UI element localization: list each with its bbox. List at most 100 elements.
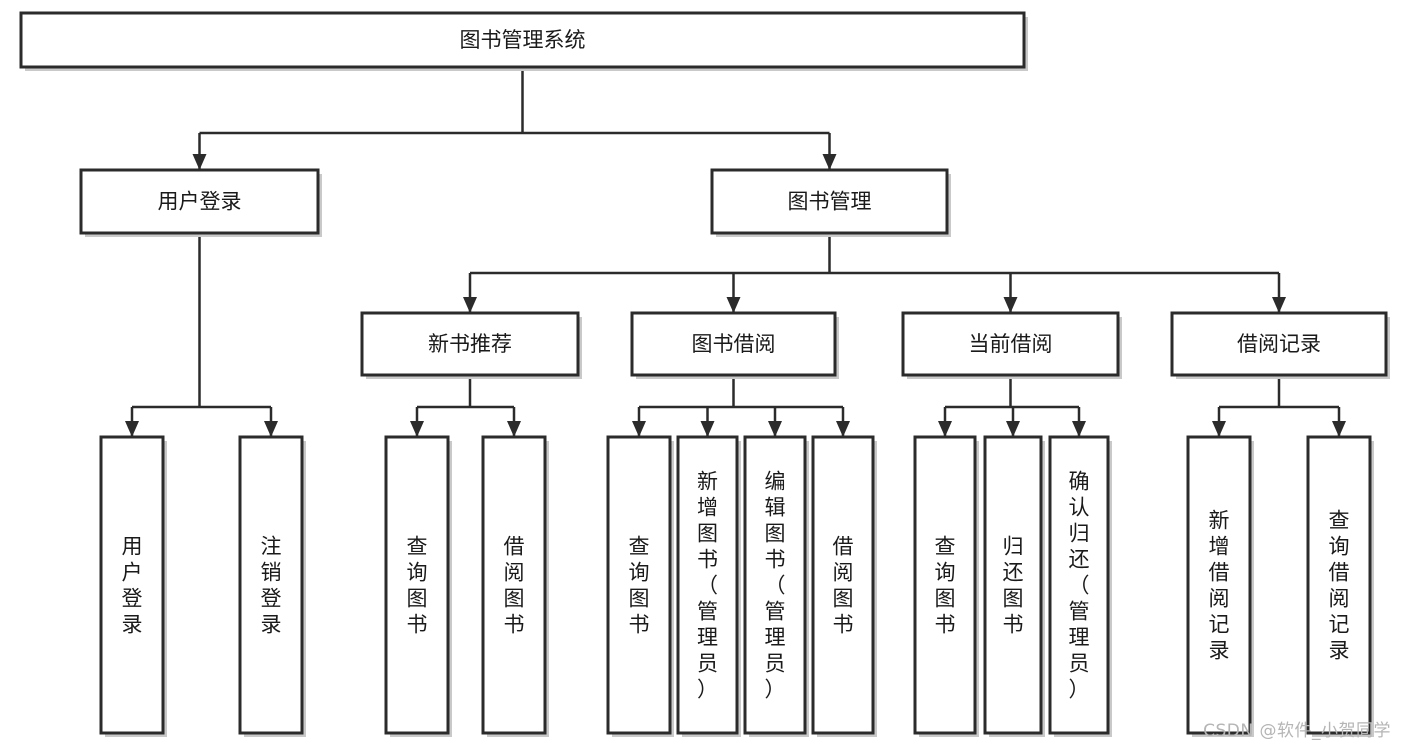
node-box[interactable] bbox=[811, 435, 875, 735]
node-box[interactable] bbox=[1048, 435, 1110, 735]
node-box[interactable] bbox=[481, 435, 547, 735]
node-book-borrow[interactable]: 图书借阅 bbox=[630, 311, 839, 379]
node-box[interactable] bbox=[606, 435, 672, 735]
node-box[interactable] bbox=[1170, 311, 1388, 377]
node-label-char: 书 bbox=[833, 612, 854, 636]
node-label-char: 员 bbox=[1069, 651, 1090, 675]
node-box[interactable] bbox=[676, 435, 739, 735]
node-label-char: 理 bbox=[697, 625, 718, 649]
node-label-char: 归 bbox=[1003, 534, 1024, 558]
edge-arrowhead bbox=[1272, 297, 1286, 313]
node-label-char: 询 bbox=[935, 560, 956, 584]
node-label-char: ） bbox=[1069, 677, 1090, 701]
node-label-char: 阅 bbox=[833, 560, 854, 584]
edge-arrowhead bbox=[192, 154, 207, 170]
edge-group-borrow-record bbox=[1212, 375, 1346, 437]
node-label-char: 新 bbox=[697, 469, 718, 493]
nodes-layer: 图书管理系统用户登录图书管理新书推荐图书借阅当前借阅借阅记录用户登录注销登录查询… bbox=[19, 11, 1390, 737]
node-label-char: 书 bbox=[504, 612, 525, 636]
node-label-char: 借 bbox=[504, 534, 525, 558]
node-label-char: ） bbox=[697, 677, 718, 701]
node-label-char: 借 bbox=[833, 534, 854, 558]
node-label-char: ） bbox=[765, 677, 786, 701]
node-label-char: 登 bbox=[122, 586, 143, 610]
node-label-char: 理 bbox=[1069, 625, 1090, 649]
node-label: 新书推荐 bbox=[428, 332, 512, 356]
edge-arrowhead bbox=[507, 421, 521, 437]
node-label: 图书借阅 bbox=[692, 332, 776, 356]
node-label-char: 还 bbox=[1069, 547, 1090, 571]
node-label-char: 录 bbox=[1209, 638, 1230, 662]
node-box[interactable] bbox=[1306, 435, 1372, 735]
node-label-char: 用 bbox=[122, 534, 143, 558]
node-label-char: 员 bbox=[765, 651, 786, 675]
node-label-char: 询 bbox=[407, 560, 428, 584]
edge-arrowhead bbox=[463, 297, 477, 313]
node-label-char: 户 bbox=[122, 560, 143, 584]
node-book-manage[interactable]: 图书管理 bbox=[710, 168, 951, 237]
node-label-char: 记 bbox=[1209, 612, 1230, 636]
node-user-login[interactable]: 用户登录 bbox=[79, 168, 322, 237]
node-box[interactable] bbox=[360, 311, 580, 377]
node-box[interactable] bbox=[79, 168, 320, 235]
node-box[interactable] bbox=[901, 311, 1120, 377]
edge-arrowhead bbox=[125, 421, 139, 437]
node-label-char: （ bbox=[765, 573, 786, 597]
node-label-char: 书 bbox=[697, 547, 718, 571]
node-label-char: 认 bbox=[1069, 495, 1090, 519]
node-current-borrow[interactable]: 当前借阅 bbox=[901, 311, 1122, 379]
node-borrow-record[interactable]: 借阅记录 bbox=[1170, 311, 1390, 379]
node-box[interactable] bbox=[710, 168, 949, 235]
node-label-char: 图 bbox=[504, 586, 525, 610]
node-label-char: 图 bbox=[407, 586, 428, 610]
node-box[interactable] bbox=[913, 435, 977, 735]
edge-arrowhead bbox=[1006, 421, 1020, 437]
node-label-char: 查 bbox=[407, 534, 428, 558]
node-label-char: 注 bbox=[261, 534, 282, 558]
node-label-char: 阅 bbox=[504, 560, 525, 584]
node-box[interactable] bbox=[19, 11, 1026, 69]
node-label: 用户登录 bbox=[158, 190, 242, 214]
node-label-char: 阅 bbox=[1329, 586, 1350, 610]
node-label-char: 员 bbox=[697, 651, 718, 675]
node-label-char: 询 bbox=[629, 560, 650, 584]
node-label-char: 书 bbox=[1003, 612, 1024, 636]
node-box[interactable] bbox=[630, 311, 837, 377]
node-new-book-recommend[interactable]: 新书推荐 bbox=[360, 311, 582, 379]
node-label: 借阅记录 bbox=[1237, 332, 1321, 356]
node-label-char: 增 bbox=[697, 495, 718, 519]
node-label-char: 借 bbox=[1209, 560, 1230, 584]
node-box[interactable] bbox=[983, 435, 1043, 735]
node-box[interactable] bbox=[99, 435, 165, 735]
node-leaf-user-login[interactable]: 用户登录 bbox=[99, 435, 167, 737]
node-box[interactable] bbox=[238, 435, 304, 735]
node-label: 图书管理 bbox=[788, 190, 872, 214]
node-box[interactable] bbox=[743, 435, 807, 735]
node-label-char: 确 bbox=[1069, 469, 1090, 493]
node-label-char: 图 bbox=[697, 521, 718, 545]
edge-arrowhead bbox=[1072, 421, 1086, 437]
node-box[interactable] bbox=[384, 435, 450, 735]
node-label-char: （ bbox=[1069, 573, 1090, 597]
edge-arrowhead bbox=[632, 421, 646, 437]
node-box[interactable] bbox=[1186, 435, 1252, 735]
node-root[interactable]: 图书管理系统 bbox=[19, 11, 1028, 71]
edges-layer bbox=[125, 67, 1346, 437]
edge-group-user-login bbox=[125, 233, 278, 437]
node-label: 图书管理系统 bbox=[460, 28, 586, 52]
node-label-char: 图 bbox=[935, 586, 956, 610]
node-label-char: 阅 bbox=[1209, 586, 1230, 610]
